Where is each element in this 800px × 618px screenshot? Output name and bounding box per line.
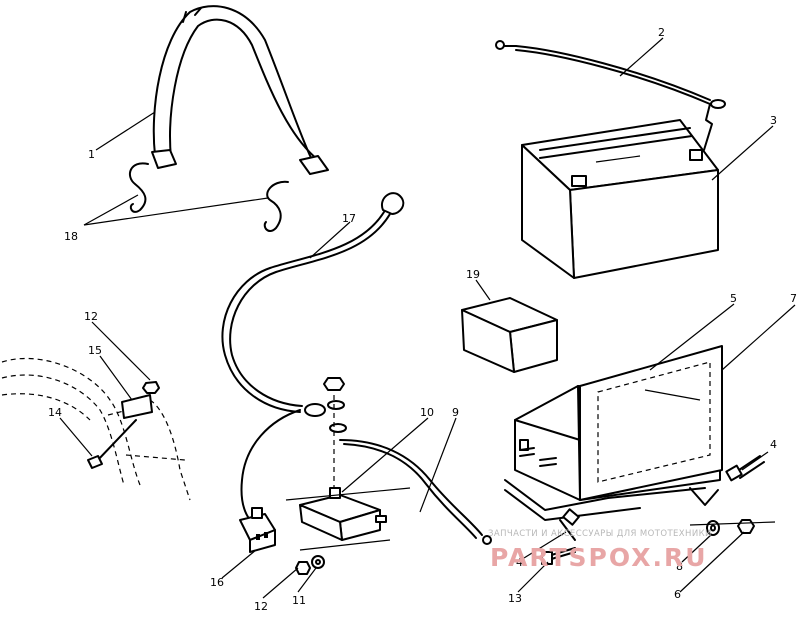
callout-10: 10 <box>420 406 434 419</box>
foam-pad <box>461 297 558 373</box>
watermark-tagline: ЗАПЧАСТИ И АКСЕССУАРЫ ДЛЯ МОТОТЕХНИКИ <box>488 529 712 539</box>
watermark-brand: PARTSPOX.RU <box>490 543 708 572</box>
bolt-14 <box>87 419 137 469</box>
callout-labels: 1 2 3 4 4 5 6 7 8 9 10 11 12 12 13 14 15… <box>48 26 797 613</box>
bracket-15 <box>121 394 153 419</box>
connector-16 <box>239 507 276 553</box>
callout-12a: 12 <box>84 310 98 323</box>
ground-cable <box>221 192 405 417</box>
callout-17: 17 <box>342 212 356 225</box>
frame-outline <box>1 357 191 501</box>
leader-lines <box>59 37 796 599</box>
callout-4a: 4 <box>770 438 777 451</box>
solenoid <box>285 487 411 551</box>
nut-12-top <box>142 381 160 394</box>
bolt-13 <box>541 547 576 565</box>
s-hook-right <box>263 180 289 232</box>
nut-12-bottom <box>295 561 311 575</box>
washer-11 <box>311 555 325 569</box>
battery-cable-top <box>495 40 726 151</box>
callout-4b: 4 <box>516 556 523 569</box>
bolt-left <box>559 508 580 541</box>
callout-9: 9 <box>452 406 459 419</box>
battery-strap <box>151 5 329 175</box>
callout-7: 7 <box>790 292 797 305</box>
callout-11: 11 <box>292 594 306 607</box>
battery <box>521 119 719 279</box>
callout-3: 3 <box>770 114 777 127</box>
callout-16: 16 <box>210 576 224 589</box>
callout-1: 1 <box>88 148 95 161</box>
junction-hardware <box>323 377 347 500</box>
callout-13: 13 <box>508 592 522 605</box>
positive-cable <box>339 439 492 545</box>
callout-8: 8 <box>676 560 683 573</box>
callout-2: 2 <box>658 26 665 39</box>
callout-6: 6 <box>674 588 681 601</box>
relay-ground-wire <box>240 409 301 521</box>
bolt-right <box>725 455 765 482</box>
nut-6 <box>737 519 755 534</box>
watermark: ЗАПЧАСТИ И АКСЕССУАРЫ ДЛЯ МОТОТЕХНИКИ PA… <box>488 529 712 572</box>
battery-box <box>504 345 723 521</box>
box-studs <box>519 447 557 467</box>
callout-15: 15 <box>88 344 102 357</box>
callout-18: 18 <box>64 230 78 243</box>
callout-19: 19 <box>466 268 480 281</box>
callout-5: 5 <box>730 292 737 305</box>
s-hook-left <box>128 162 149 213</box>
callout-12b: 12 <box>254 600 268 613</box>
callout-14: 14 <box>48 406 62 419</box>
